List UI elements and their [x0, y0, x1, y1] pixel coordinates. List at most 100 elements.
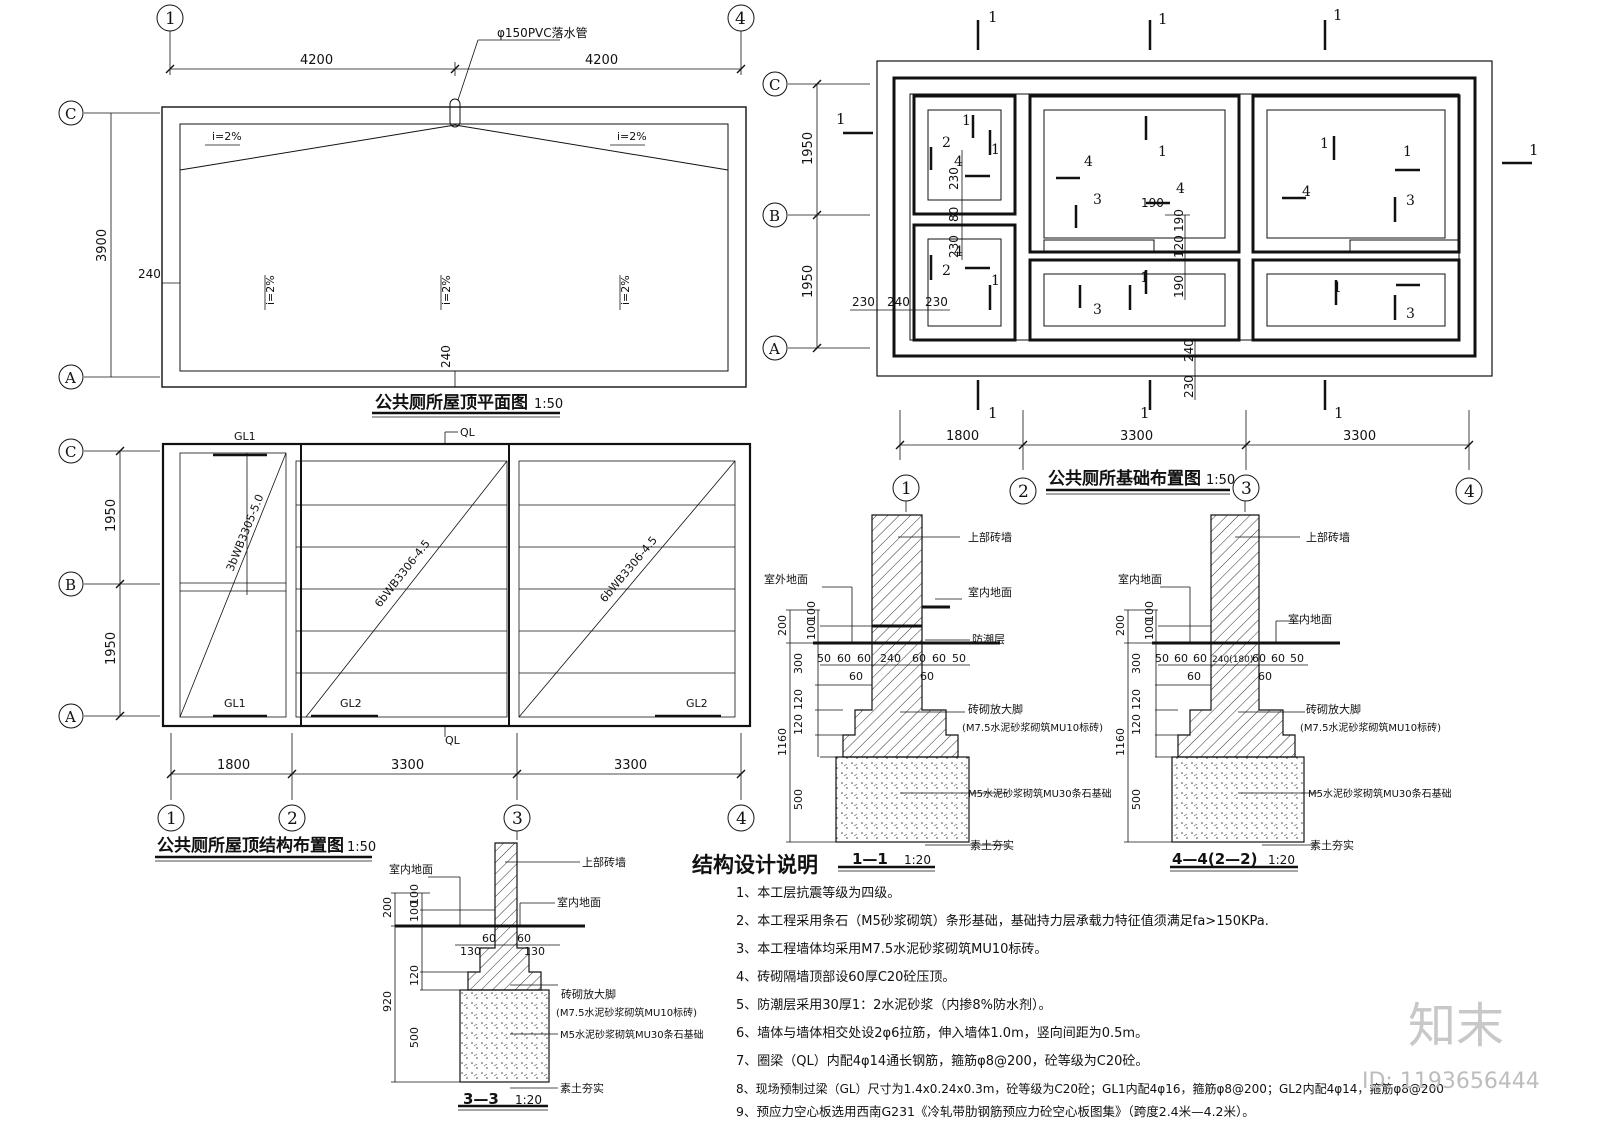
found-cut-in-4: 1: [991, 142, 1000, 158]
section-3-3-labels: 上部砖墙 室内地面 室内地面 砖砌放大脚 (M7.5水泥砂浆砌筑MU10标砖) …: [381, 855, 704, 1108]
s44-dim-500: 500: [1130, 789, 1143, 810]
s11-dpc: 防潮层: [972, 632, 1005, 646]
s44-dim-120b: 120: [1130, 714, 1143, 735]
struct-slab-1: 3bWB3305-5.0: [224, 492, 267, 573]
s33-dim-920: 920: [381, 991, 394, 1012]
found-cut-in-16: 3: [1406, 306, 1415, 322]
s33-soil: 素土夯实: [560, 1081, 604, 1095]
s44-row-240: 240(180): [1212, 655, 1253, 665]
s11-row-50b: 50: [952, 652, 966, 665]
s11-upper-wall: 上部砖墙: [968, 530, 1012, 544]
s33-indoor-right: 室内地面: [557, 895, 601, 909]
struct-slab-3: 6bWB3306-4.5: [597, 534, 660, 605]
s11-row-240: 240: [880, 652, 901, 665]
found-axis-c: C: [769, 76, 780, 94]
s33-row-60b: 60: [517, 932, 531, 945]
s44-dim-100a: 100: [1143, 601, 1156, 622]
struct-axis-a: A: [64, 708, 76, 726]
s11-scale: 1:20: [904, 853, 931, 867]
s11-dim-500: 500: [792, 789, 805, 810]
found-dim-190a: 190: [1141, 196, 1164, 210]
section-1-1: [786, 501, 1008, 872]
s33-stone-base: M5水泥砂浆砌筑MU30条石基础: [560, 1028, 704, 1041]
struct-dim-12: 1800: [217, 758, 250, 773]
struct-axis-3: 3: [512, 809, 523, 829]
design-notes: 结构设计说明 1、本工层抗震等级为四级。 2、本工程采用条石（M5砂浆砌筑）条形…: [692, 853, 1444, 1119]
note-item-4: 4、砖砌隔墙顶部设60厚C20砼压顶。: [736, 970, 955, 985]
foundation-plan-labels: C B A 1950 1950 1800 3300 3300 1 2 3 4 2…: [768, 6, 1539, 502]
s44-indoor-left: 室内地面: [1118, 572, 1162, 586]
struct-ql-top: QL: [460, 426, 476, 439]
struct-gl1-top: GL1: [234, 430, 256, 443]
struct-ql-bottom: QL: [445, 734, 461, 747]
found-cut-in-8: 4: [1176, 181, 1185, 197]
s11-outdoor: 室外地面: [764, 572, 808, 586]
found-dim-cb: 1950: [801, 132, 816, 165]
struct-axis-1: 1: [166, 809, 177, 829]
found-cut-in-12: 1: [1403, 144, 1412, 160]
found-dim-230a: 230: [852, 295, 875, 309]
s44-dim-300: 300: [1130, 653, 1143, 674]
struct-dim-cb: 1950: [104, 499, 119, 532]
watermark-logo: 知末: [1408, 998, 1504, 1054]
s33-footing-spec: (M7.5水泥砂浆砌筑MU10标砖): [556, 1006, 697, 1019]
s11-title: 1—1: [852, 850, 888, 868]
found-dim-230b: 230: [925, 295, 948, 309]
note-item-5: 5、防潮层采用30厚1：2水泥砂浆（内掺8%防水剂）。: [736, 997, 1051, 1013]
s44-upper-wall: 上部砖墙: [1306, 530, 1350, 544]
s33-upper-wall: 上部砖墙: [582, 855, 626, 869]
s33-dim-100a: 100: [408, 884, 421, 905]
s11-dim-300: 300: [792, 653, 805, 674]
s11-row-50a: 50: [817, 652, 831, 665]
found-axis-a: A: [768, 340, 780, 358]
found-cut-left: 1: [836, 110, 846, 128]
s33-indoor-left: 室内地面: [389, 862, 433, 876]
s44-row-60a: 60: [1174, 652, 1188, 665]
s44-row-50b: 50: [1290, 652, 1304, 665]
watermark: 知末 ID: 1193656444: [1362, 998, 1540, 1094]
s44-dim-120a: 120: [1130, 689, 1143, 710]
found-dim-190b: 190: [1172, 209, 1186, 232]
roof-plan: [58, 4, 755, 390]
found-cut-top-3: 1: [1333, 6, 1343, 24]
found-cut-in-5: 4: [1084, 154, 1093, 170]
found-cut-in-10: 3: [1093, 302, 1102, 318]
found-dim-34: 3300: [1343, 429, 1376, 444]
struct-gl2-left: GL2: [340, 697, 362, 710]
roof-axis-1: 1: [165, 9, 176, 29]
s44-footing-spec: (M7.5水泥砂浆砌筑MU10标砖): [1300, 721, 1441, 734]
struct-gl2-right: GL2: [686, 697, 708, 710]
roof-structure-labels: C B A 1950 1950 GL1 GL1 GL2 GL2 QL QL 3b…: [64, 426, 747, 856]
s11-row-60d: 60: [932, 652, 946, 665]
roof-pipe-label: φ150PVC落水管: [497, 25, 588, 40]
found-axis-b: B: [769, 207, 780, 225]
s33-dim-500: 500: [408, 1027, 421, 1048]
s11-soil: 素土夯实: [970, 838, 1014, 852]
found-cut-right: 1: [1529, 141, 1539, 159]
roof-plan-title: 公共厕所屋顶平面图: [375, 393, 528, 413]
found-cut-in-3: 4: [954, 154, 963, 170]
found-axis-3: 3: [1241, 479, 1252, 499]
struct-dim-23: 3300: [391, 758, 424, 773]
s44-row-60f: 60: [1258, 670, 1272, 683]
struct-axis-2: 2: [287, 809, 298, 829]
found-cut-in-6: 1: [1158, 144, 1167, 160]
s33-scale: 1:20: [515, 1093, 542, 1107]
s33-dim-200: 200: [381, 897, 394, 918]
s11-footing: 砖砌放大脚: [968, 702, 1023, 716]
found-dim-240b: 240: [1182, 339, 1196, 362]
found-cut-in-9: 1: [1140, 270, 1149, 286]
s44-soil: 素土夯实: [1310, 838, 1354, 852]
note-item-3: 3、本工程墙体均采用M7.5水泥砂浆砌筑MU10标砖。: [736, 941, 1047, 957]
s33-dim-120: 120: [408, 965, 421, 986]
s44-title: 4—4(2—2): [1172, 850, 1257, 868]
roof-dim-left: 4200: [300, 53, 333, 68]
s11-indoor: 室内地面: [968, 585, 1012, 599]
found-cut-in-15: 1: [1333, 280, 1342, 296]
s11-row-60a: 60: [837, 652, 851, 665]
note-item-1: 1、本工层抗震等级为四级。: [736, 885, 900, 901]
s44-scale: 1:20: [1268, 853, 1295, 867]
s11-stone-base: M5水泥砂浆砌筑MU30条石基础: [968, 787, 1112, 800]
s11-row-60c: 60: [912, 652, 926, 665]
s11-footing-spec: (M7.5水泥砂浆砌筑MU10标砖): [962, 721, 1103, 734]
